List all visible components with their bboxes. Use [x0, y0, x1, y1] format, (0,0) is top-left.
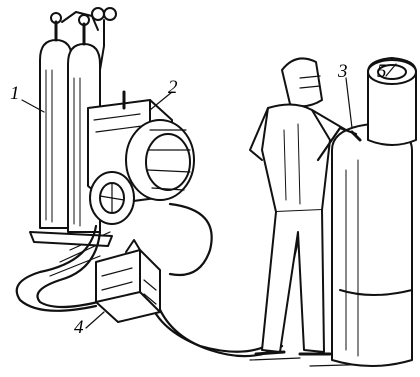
- control-box: [96, 240, 160, 322]
- callout-5-workpiece: 5: [377, 62, 387, 81]
- cylindrical-workpiece: [332, 58, 416, 366]
- callout-2-power-source: 2: [168, 78, 178, 97]
- callout-4-control-box: 4: [74, 318, 84, 337]
- callout-1-gas-cylinders: 1: [10, 84, 20, 103]
- callout-3-torch: 3: [338, 62, 348, 81]
